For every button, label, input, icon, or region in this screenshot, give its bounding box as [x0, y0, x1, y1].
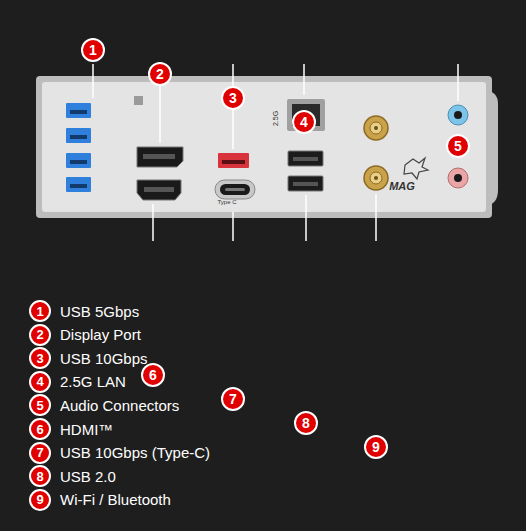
- callout-number: 4: [300, 115, 308, 129]
- callout-number: 2: [156, 67, 164, 81]
- legend-number-circle: 5: [29, 394, 51, 416]
- legend-row: 6 HDMI™: [29, 418, 113, 440]
- callout-number: 7: [229, 392, 237, 406]
- legend-row: 2 Display Port: [29, 324, 141, 346]
- callout-circle: 1: [81, 38, 105, 62]
- legend-text: Audio Connectors: [60, 397, 179, 414]
- callout-circle: 9: [364, 435, 388, 459]
- usb-slot: [293, 157, 318, 161]
- io-shield-frame: [36, 76, 492, 218]
- displayport-tongue: [143, 154, 175, 159]
- callout-number: 8: [302, 416, 310, 430]
- callout-circle: 3: [221, 86, 245, 110]
- legend-text: USB 10Gbps: [60, 350, 148, 367]
- wifi-antenna-connectors: [364, 116, 388, 190]
- usb-5gbps-ports: [66, 103, 91, 192]
- callout-circle: 7: [221, 387, 245, 411]
- usb-slot: [222, 160, 245, 164]
- callout-circle: 5: [446, 134, 470, 158]
- callout-number: 3: [36, 352, 43, 365]
- callout-number: 9: [372, 440, 380, 454]
- io-shield: [42, 82, 486, 212]
- brand-logo: MAG: [389, 181, 415, 192]
- legend-text: USB 2.0: [60, 468, 116, 485]
- port-label: Type C: [217, 199, 236, 205]
- callout-number: 5: [36, 399, 43, 412]
- legend-number-circle: 9: [29, 489, 51, 511]
- usb-10gbps-port: [218, 153, 249, 168]
- legend-number-circle: 2: [29, 324, 51, 346]
- shield-tab: [486, 90, 498, 206]
- callout-number: 8: [36, 470, 43, 483]
- legend-text: USB 10Gbps (Type-C): [60, 444, 210, 461]
- callout-number: 7: [36, 446, 43, 459]
- hdmi-tongue: [144, 187, 174, 192]
- port-label: 2.5G: [273, 110, 280, 125]
- legend-number-circle: 4: [29, 371, 51, 393]
- callout-circle: 2: [148, 62, 172, 86]
- legend-row: 1 USB 5Gbps: [29, 300, 139, 322]
- screw-hole: [134, 96, 143, 105]
- legend-text: 2.5G LAN: [60, 373, 126, 390]
- usb-2-port: [288, 176, 323, 191]
- callout-circle: 4: [292, 110, 316, 134]
- legend-number-circle: 8: [29, 465, 51, 487]
- legend-row: 5 Audio Connectors: [29, 394, 179, 416]
- callout-number: 4: [36, 375, 43, 388]
- dragon-emblem: [404, 158, 428, 179]
- type-c-port: [215, 180, 255, 199]
- legend-number-circle: 1: [29, 300, 51, 322]
- legend-row: 3 USB 10Gbps: [29, 347, 148, 369]
- usb-2-port: [288, 151, 323, 166]
- legend-row: 4 2.5G LAN: [29, 371, 126, 393]
- hdmi-connector: [137, 180, 181, 200]
- callout-number: 2: [36, 328, 43, 341]
- type-c-tongue: [225, 188, 245, 191]
- callout-number: 6: [36, 423, 43, 436]
- callout-circle: 8: [294, 411, 318, 435]
- legend-text: HDMI™: [60, 421, 113, 438]
- legend-row: 8 USB 2.0: [29, 465, 116, 487]
- leader-lines: [93, 64, 458, 241]
- callout-number: 6: [149, 368, 157, 382]
- callout-number: 5: [454, 139, 462, 153]
- legend-number-circle: 6: [29, 418, 51, 440]
- callout-number: 3: [229, 91, 237, 105]
- legend-text: Wi-Fi / Bluetooth: [60, 491, 171, 508]
- usb-slot: [293, 182, 318, 186]
- callout-number: 1: [36, 305, 43, 318]
- callout-number: 9: [36, 493, 43, 506]
- legend-text: Display Port: [60, 326, 141, 343]
- legend-number-circle: 3: [29, 347, 51, 369]
- callout-number: 1: [89, 43, 97, 57]
- displayport-connector: [137, 147, 183, 167]
- legend-row: 7 USB 10Gbps (Type-C): [29, 442, 210, 464]
- type-c-opening: [220, 184, 250, 195]
- legend-row: 9 Wi-Fi / Bluetooth: [29, 489, 171, 511]
- legend-number-circle: 7: [29, 442, 51, 464]
- legend-text: USB 5Gbps: [60, 303, 139, 320]
